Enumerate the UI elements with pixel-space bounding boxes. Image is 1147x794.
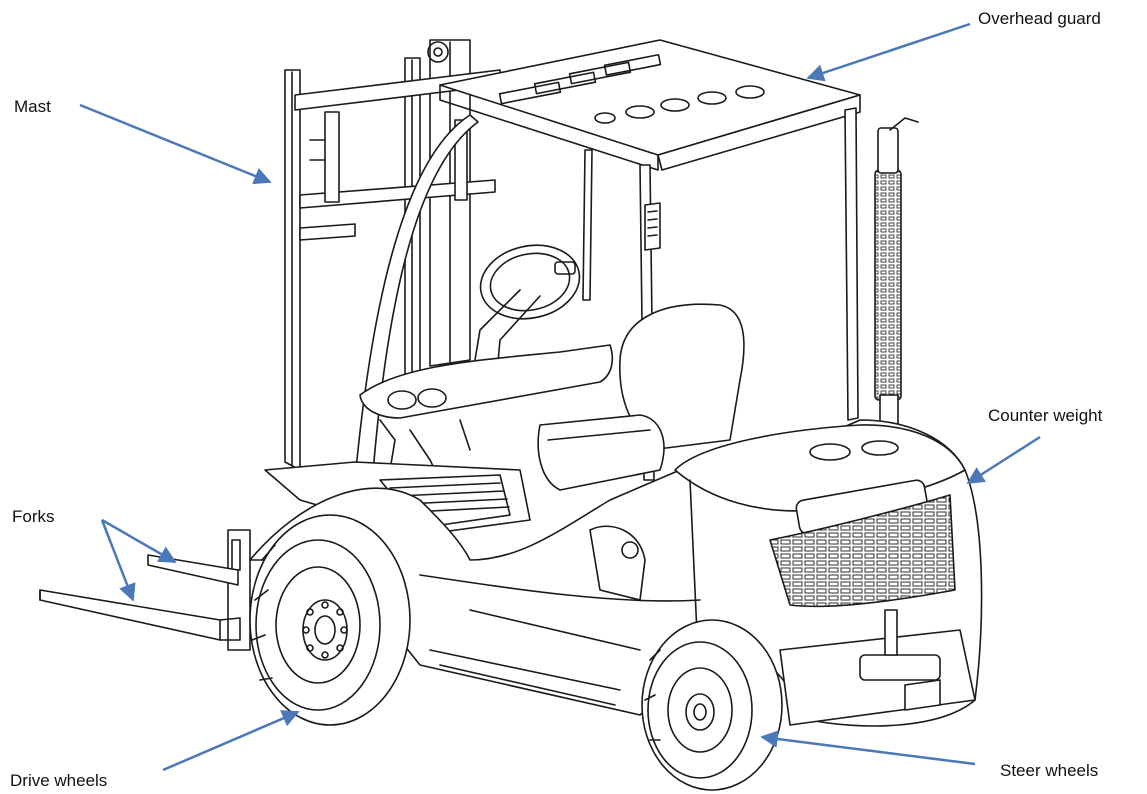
body-drawing xyxy=(249,419,983,727)
steer-wheels-label: Steer wheels xyxy=(1000,761,1099,780)
counter-weight-arrow xyxy=(966,435,1041,485)
forks-label: Forks xyxy=(12,507,55,526)
seat-drawing xyxy=(537,303,745,491)
drive-wheel-drawing xyxy=(249,514,411,726)
forks-arrow-upper xyxy=(101,518,177,564)
steer-wheel-drawing xyxy=(641,619,783,791)
forklift-illustration xyxy=(39,39,983,791)
forks-drawing xyxy=(39,529,251,651)
overhead-guard-label: Overhead guard xyxy=(978,9,1101,28)
dashboard-drawing xyxy=(359,344,614,481)
counter-weight-label: Counter weight xyxy=(988,406,1103,425)
overhead-guard-arrow xyxy=(806,22,971,82)
mast-arrow xyxy=(79,103,272,185)
drive-wheels-arrow xyxy=(162,710,300,772)
exhaust-pipe-drawing xyxy=(874,117,919,444)
forks-arrow-lower xyxy=(100,519,136,602)
overhead-guard-drawing xyxy=(354,39,861,486)
drive-wheels-label: Drive wheels xyxy=(10,771,108,790)
callout-arrows xyxy=(79,22,1041,772)
mast-label: Mast xyxy=(14,97,51,116)
steer-wheels-arrow xyxy=(760,730,976,766)
